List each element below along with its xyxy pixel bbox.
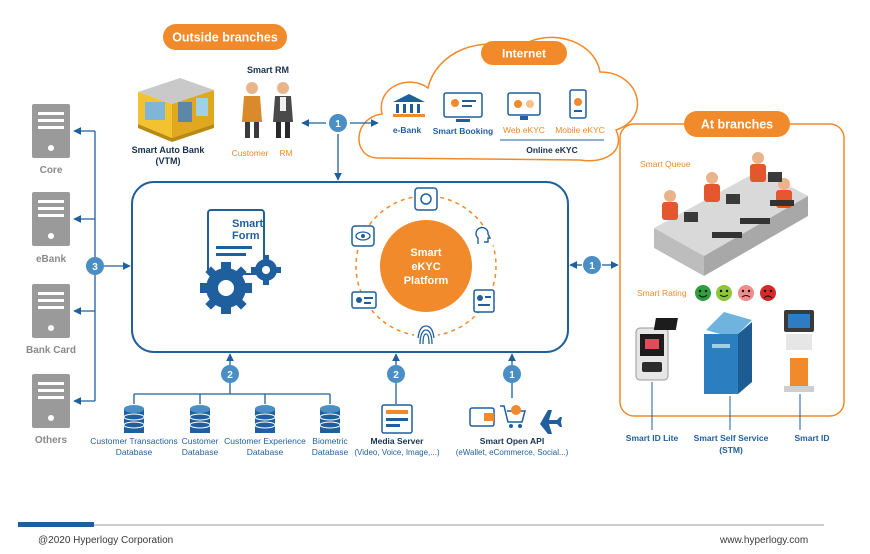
rating-sad-face-icon: [738, 285, 754, 301]
mobile-ekyc-label: Mobile eKYC: [555, 125, 605, 135]
outside-branches-badge: Outside branches: [163, 24, 287, 50]
bank-icon: [393, 94, 425, 117]
smart-queue-label: Smart Queue: [640, 159, 691, 169]
db-customer-experience-line2: Database: [247, 447, 284, 457]
media-server-icon: [381, 404, 413, 434]
core-server-icon: [32, 104, 70, 158]
db-customer-transactions-line1: Customer Transactions: [90, 436, 177, 446]
marker-1-top-number: 1: [335, 119, 341, 130]
id-card-icon: [351, 291, 377, 309]
smart-auto-bank-label: Smart Auto Bank: [132, 145, 206, 155]
vtm-kiosk-icon: [138, 78, 214, 142]
database-icon: [254, 405, 276, 433]
db-customer-transactions-line2: Database: [116, 447, 153, 457]
face-scan-icon: [414, 187, 438, 211]
at-branches-badge: At branches: [684, 111, 790, 137]
bank-card-label: Bank Card: [26, 345, 76, 356]
marker-3-number: 3: [92, 262, 98, 273]
marker-2-media-number: 2: [393, 370, 399, 381]
airplane-icon: [540, 410, 562, 434]
db-customer-experience-line1: Customer Experience: [224, 436, 306, 446]
smart-form-title-line1: Smart: [232, 218, 264, 230]
eye-scan-icon: [351, 225, 375, 247]
online-ekyc-label: Online eKYC: [526, 145, 577, 155]
platform-title-line2: eKYC: [411, 261, 440, 273]
footer-copyright: @2020 Hyperlogy Corporation: [38, 535, 174, 546]
marker-1-api-number: 1: [509, 370, 515, 381]
at-branches-label: At branches: [701, 118, 773, 132]
open-api-title: Smart Open API: [480, 436, 544, 446]
voice-head-icon: [472, 226, 494, 246]
db-biometric-line1: Biometric: [312, 436, 348, 446]
marker-1-branch-number: 1: [589, 261, 595, 272]
queue-counter-illustration: [654, 152, 808, 276]
rm-label: RM: [279, 148, 292, 158]
rating-angry-face-icon: [760, 285, 776, 301]
smart-form-title-line2: Form: [232, 230, 260, 242]
rating-happy-face-icon: [695, 285, 711, 301]
internet-label: Internet: [502, 47, 546, 61]
platform-title-line3: Platform: [404, 275, 449, 287]
smart-form-document-icon: [207, 209, 265, 275]
fingerprint-icon: [414, 324, 438, 348]
ebank-server-icon: [32, 192, 70, 246]
web-ekyc-label: Web eKYC: [503, 125, 545, 135]
stm-kiosk-icon: [653, 312, 752, 394]
smart-rating-label: Smart Rating: [637, 288, 687, 298]
outside-branches-label: Outside branches: [172, 31, 278, 45]
web-ekyc-monitor-icon: [507, 92, 541, 120]
smart-self-service-label: Smart Self Service: [694, 433, 769, 443]
marker-2-media: 2: [387, 365, 405, 383]
customer-label: Customer: [232, 148, 269, 158]
platform-core-circle: [380, 220, 472, 312]
media-server-subtitle: (Video, Voice, Image,...): [354, 448, 440, 457]
db-customer-line2: Database: [182, 447, 219, 457]
smart-id-lite-label: Smart ID Lite: [626, 433, 679, 443]
smart-id-lite-device-icon: [635, 327, 669, 381]
footer-accent-bar: [18, 522, 94, 527]
media-server-title: Media Server: [371, 436, 425, 446]
others-label: Others: [35, 435, 68, 446]
ekyc-platform-box: [131, 181, 569, 353]
ebank-server-label: eBank: [36, 254, 66, 265]
small-gear-icon: [251, 255, 281, 285]
rm-person-icon: [273, 82, 293, 138]
wallet-icon: [469, 407, 495, 427]
rating-smile-face-icon: [716, 285, 732, 301]
marker-2-db-number: 2: [227, 370, 233, 381]
smart-booking-label: Smart Booking: [433, 126, 493, 136]
gear-icon: [200, 262, 252, 314]
others-server-icon: [32, 374, 70, 428]
bank-card-server-icon: [32, 284, 70, 338]
vtm-label: (VTM): [156, 156, 181, 166]
customer-person-icon: [242, 82, 262, 138]
shopping-cart-icon: [500, 405, 526, 428]
db-customer-line1: Customer: [182, 436, 219, 446]
platform-title-line1: Smart: [410, 247, 442, 259]
db-biometric-line2: Database: [312, 447, 349, 457]
booking-screen-icon: [443, 92, 483, 122]
marker-1-api: 1: [503, 365, 521, 383]
marker-3: 3: [86, 257, 104, 275]
smart-rm-label: Smart RM: [247, 65, 289, 75]
core-label: Core: [40, 165, 63, 176]
database-icon: [319, 405, 341, 433]
smart-id-label: Smart ID: [795, 433, 830, 443]
marker-1-top: 1: [329, 114, 347, 132]
smart-id-kiosk-icon: [784, 310, 814, 392]
passport-icon: [473, 289, 495, 313]
database-icon: [189, 405, 211, 433]
open-api-subtitle: (eWallet, eCommerce, Social...): [456, 448, 569, 457]
footer-website[interactable]: www.hyperlogy.com: [720, 535, 809, 546]
internet-badge: Internet: [481, 41, 567, 65]
marker-2-db: 2: [221, 365, 239, 383]
mobile-ekyc-phone-icon: [569, 89, 587, 119]
marker-1-branch: 1: [583, 256, 601, 274]
stm-label: (STM): [719, 445, 743, 455]
ebank-internet-label: e-Bank: [393, 125, 422, 135]
database-icon: [123, 405, 145, 433]
